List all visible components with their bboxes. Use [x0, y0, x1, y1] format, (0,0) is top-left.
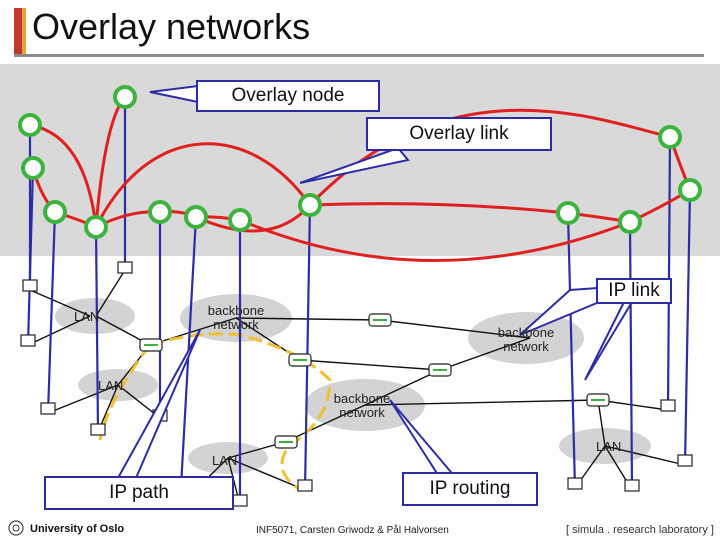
title-divider [14, 54, 704, 57]
ip-path-callout: IP path [44, 476, 234, 510]
backbone-label: backbone network [497, 325, 555, 354]
callout-pointers [116, 84, 634, 479]
host [624, 479, 640, 492]
overlay-node [556, 201, 580, 225]
course-credit: INF5071, Carsten Griwodz & Pål Halvorsen [256, 525, 449, 536]
lan-label: LAN [98, 378, 124, 393]
ip-path [98, 332, 332, 492]
overlay-node [84, 215, 108, 239]
router-stripes [144, 319, 605, 443]
overlay-nodes [18, 85, 702, 239]
overlay-link-callout: Overlay link [366, 117, 552, 151]
overlay-link-callout-text: Overlay link [409, 123, 509, 144]
lan-label: LAN [212, 453, 238, 468]
overlay-node-callout: Overlay node [196, 80, 380, 112]
overlay-node [113, 85, 137, 109]
overlay-node [658, 125, 682, 149]
overlay-node [298, 193, 322, 217]
host [20, 334, 36, 347]
lab-name: [ simula . research laboratory ] [566, 524, 714, 536]
lan-cloud-left [55, 298, 135, 334]
host [567, 477, 583, 490]
university-seal-icon [8, 520, 24, 536]
host [22, 279, 38, 292]
ip-routing-callout-text: IP routing [429, 478, 511, 499]
overlay-node [618, 210, 642, 234]
lan-label: LAN [596, 439, 622, 454]
ip-link-callout: IP link [596, 278, 672, 304]
title-accent-bar [14, 8, 22, 54]
backbone-label: backbone network [333, 391, 391, 420]
overlay-links [29, 96, 692, 262]
backbone-label: backbone network [207, 303, 265, 332]
overlay-node [21, 156, 45, 180]
host [232, 494, 248, 507]
host [40, 402, 56, 415]
host [677, 454, 693, 467]
ip-path-callout-text: IP path [109, 482, 169, 503]
host [90, 423, 106, 436]
ip-link-callout-text: IP link [608, 280, 660, 301]
title-accent-bar-secondary [22, 8, 26, 54]
university-name: University of Oslo [30, 523, 125, 535]
host [117, 261, 133, 274]
host [660, 399, 676, 412]
host [297, 479, 313, 492]
overlay-node-callout-text: Overlay node [231, 85, 345, 106]
overlay-node [148, 200, 172, 224]
overlay-node [184, 205, 208, 229]
overlay-node [678, 178, 702, 202]
lan-label: LAN [74, 309, 100, 324]
page-title: Overlay networks [32, 6, 311, 47]
overlay-node [18, 113, 42, 137]
overlay-node [228, 208, 252, 232]
overlay-node [43, 200, 67, 224]
ip-routing-callout: IP routing [402, 472, 538, 506]
